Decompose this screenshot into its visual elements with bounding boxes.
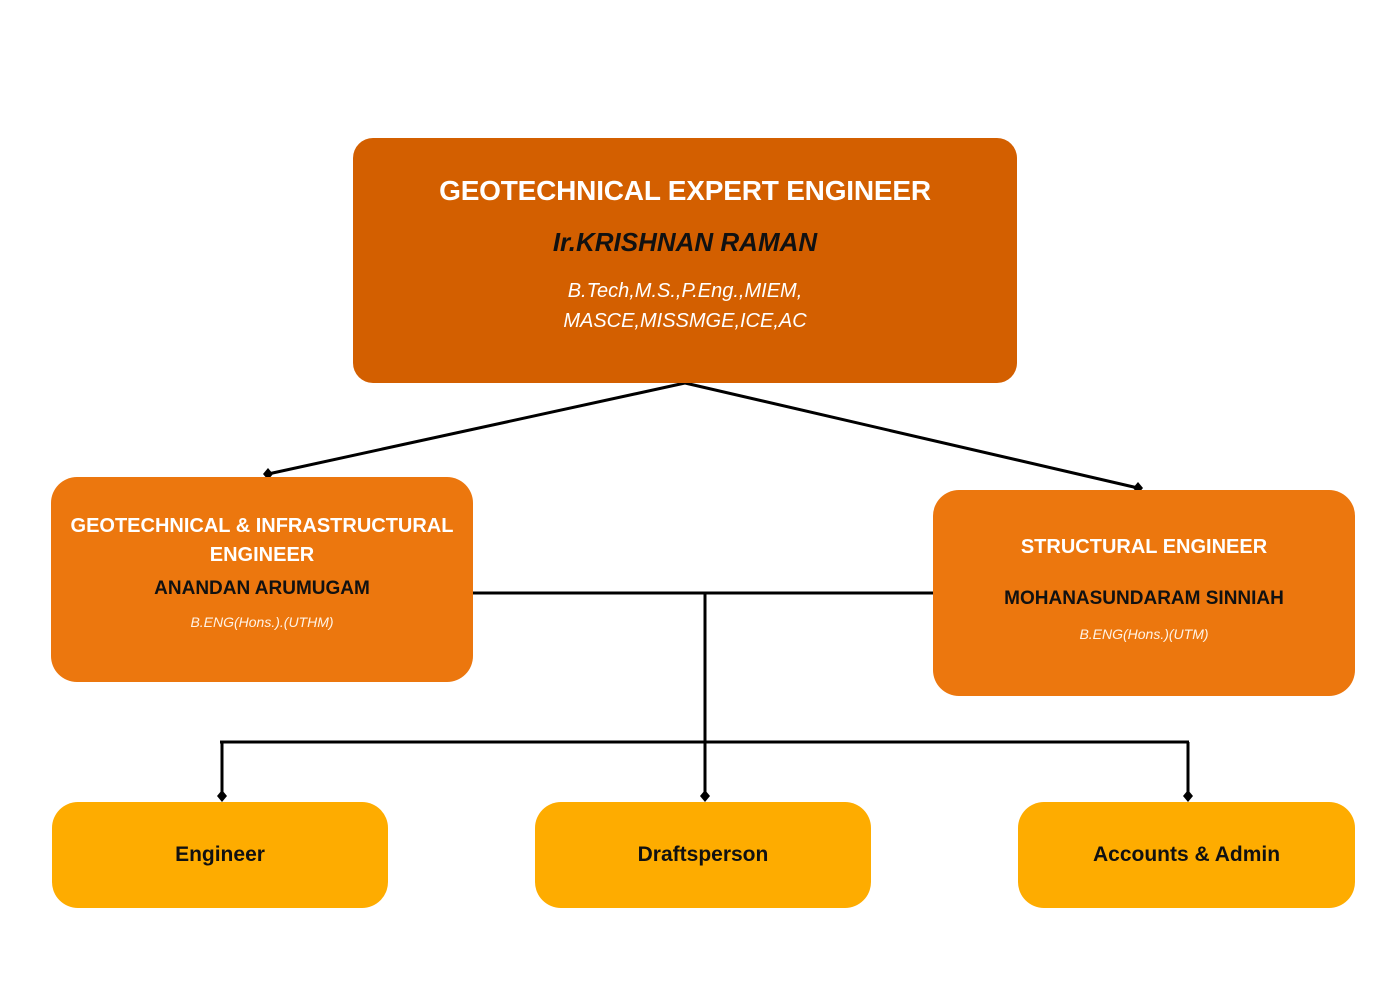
head-node: GEOTECHNICAL EXPERT ENGINEER Ir.KRISHNAN… bbox=[353, 138, 1017, 383]
node-title-line1: GEOTECHNICAL & INFRASTRUCTURAL bbox=[70, 514, 454, 537]
draftsperson-node: Draftsperson bbox=[535, 802, 871, 908]
connector-head-to-left bbox=[267, 381, 686, 476]
node-credentials: B.ENG(Hons.)(UTM) bbox=[1079, 625, 1209, 642]
node-name: ANANDAN ARUMUGAM bbox=[154, 577, 370, 599]
accounts-admin-node: Accounts & Admin bbox=[1018, 802, 1355, 908]
engineer-node: Engineer bbox=[52, 802, 388, 908]
geotech-infra-engineer-node: GEOTECHNICAL & INFRASTRUCTURAL ENGINEER … bbox=[51, 477, 473, 682]
arrowhead-diamond-icon bbox=[700, 790, 710, 802]
node-label: Draftsperson bbox=[637, 843, 769, 866]
node-label: Engineer bbox=[175, 843, 265, 866]
connector-head-to-right bbox=[684, 381, 1139, 490]
arrowhead-diamond-icon bbox=[217, 790, 227, 802]
head-credentials-line2: MASCE,MISSMGE,ICE,AC bbox=[563, 310, 807, 332]
node-credentials: B.ENG(Hons.).(UTHM) bbox=[190, 613, 334, 630]
node-label: Accounts & Admin bbox=[1092, 843, 1281, 866]
head-title: GEOTECHNICAL EXPERT ENGINEER bbox=[439, 175, 931, 206]
node-title-line2: ENGINEER bbox=[209, 543, 315, 566]
arrowhead-diamond-icon bbox=[1183, 790, 1193, 802]
node-name: MOHANASUNDARAM SINNIAH bbox=[1004, 587, 1284, 609]
structural-engineer-node: STRUCTURAL ENGINEER MOHANASUNDARAM SINNI… bbox=[933, 490, 1355, 696]
head-credentials-line1: B.Tech,M.S.,P.Eng.,MIEM, bbox=[567, 280, 803, 302]
node-title-line1: STRUCTURAL ENGINEER bbox=[1020, 535, 1268, 558]
head-name: Ir.KRISHNAN RAMAN bbox=[552, 227, 818, 257]
